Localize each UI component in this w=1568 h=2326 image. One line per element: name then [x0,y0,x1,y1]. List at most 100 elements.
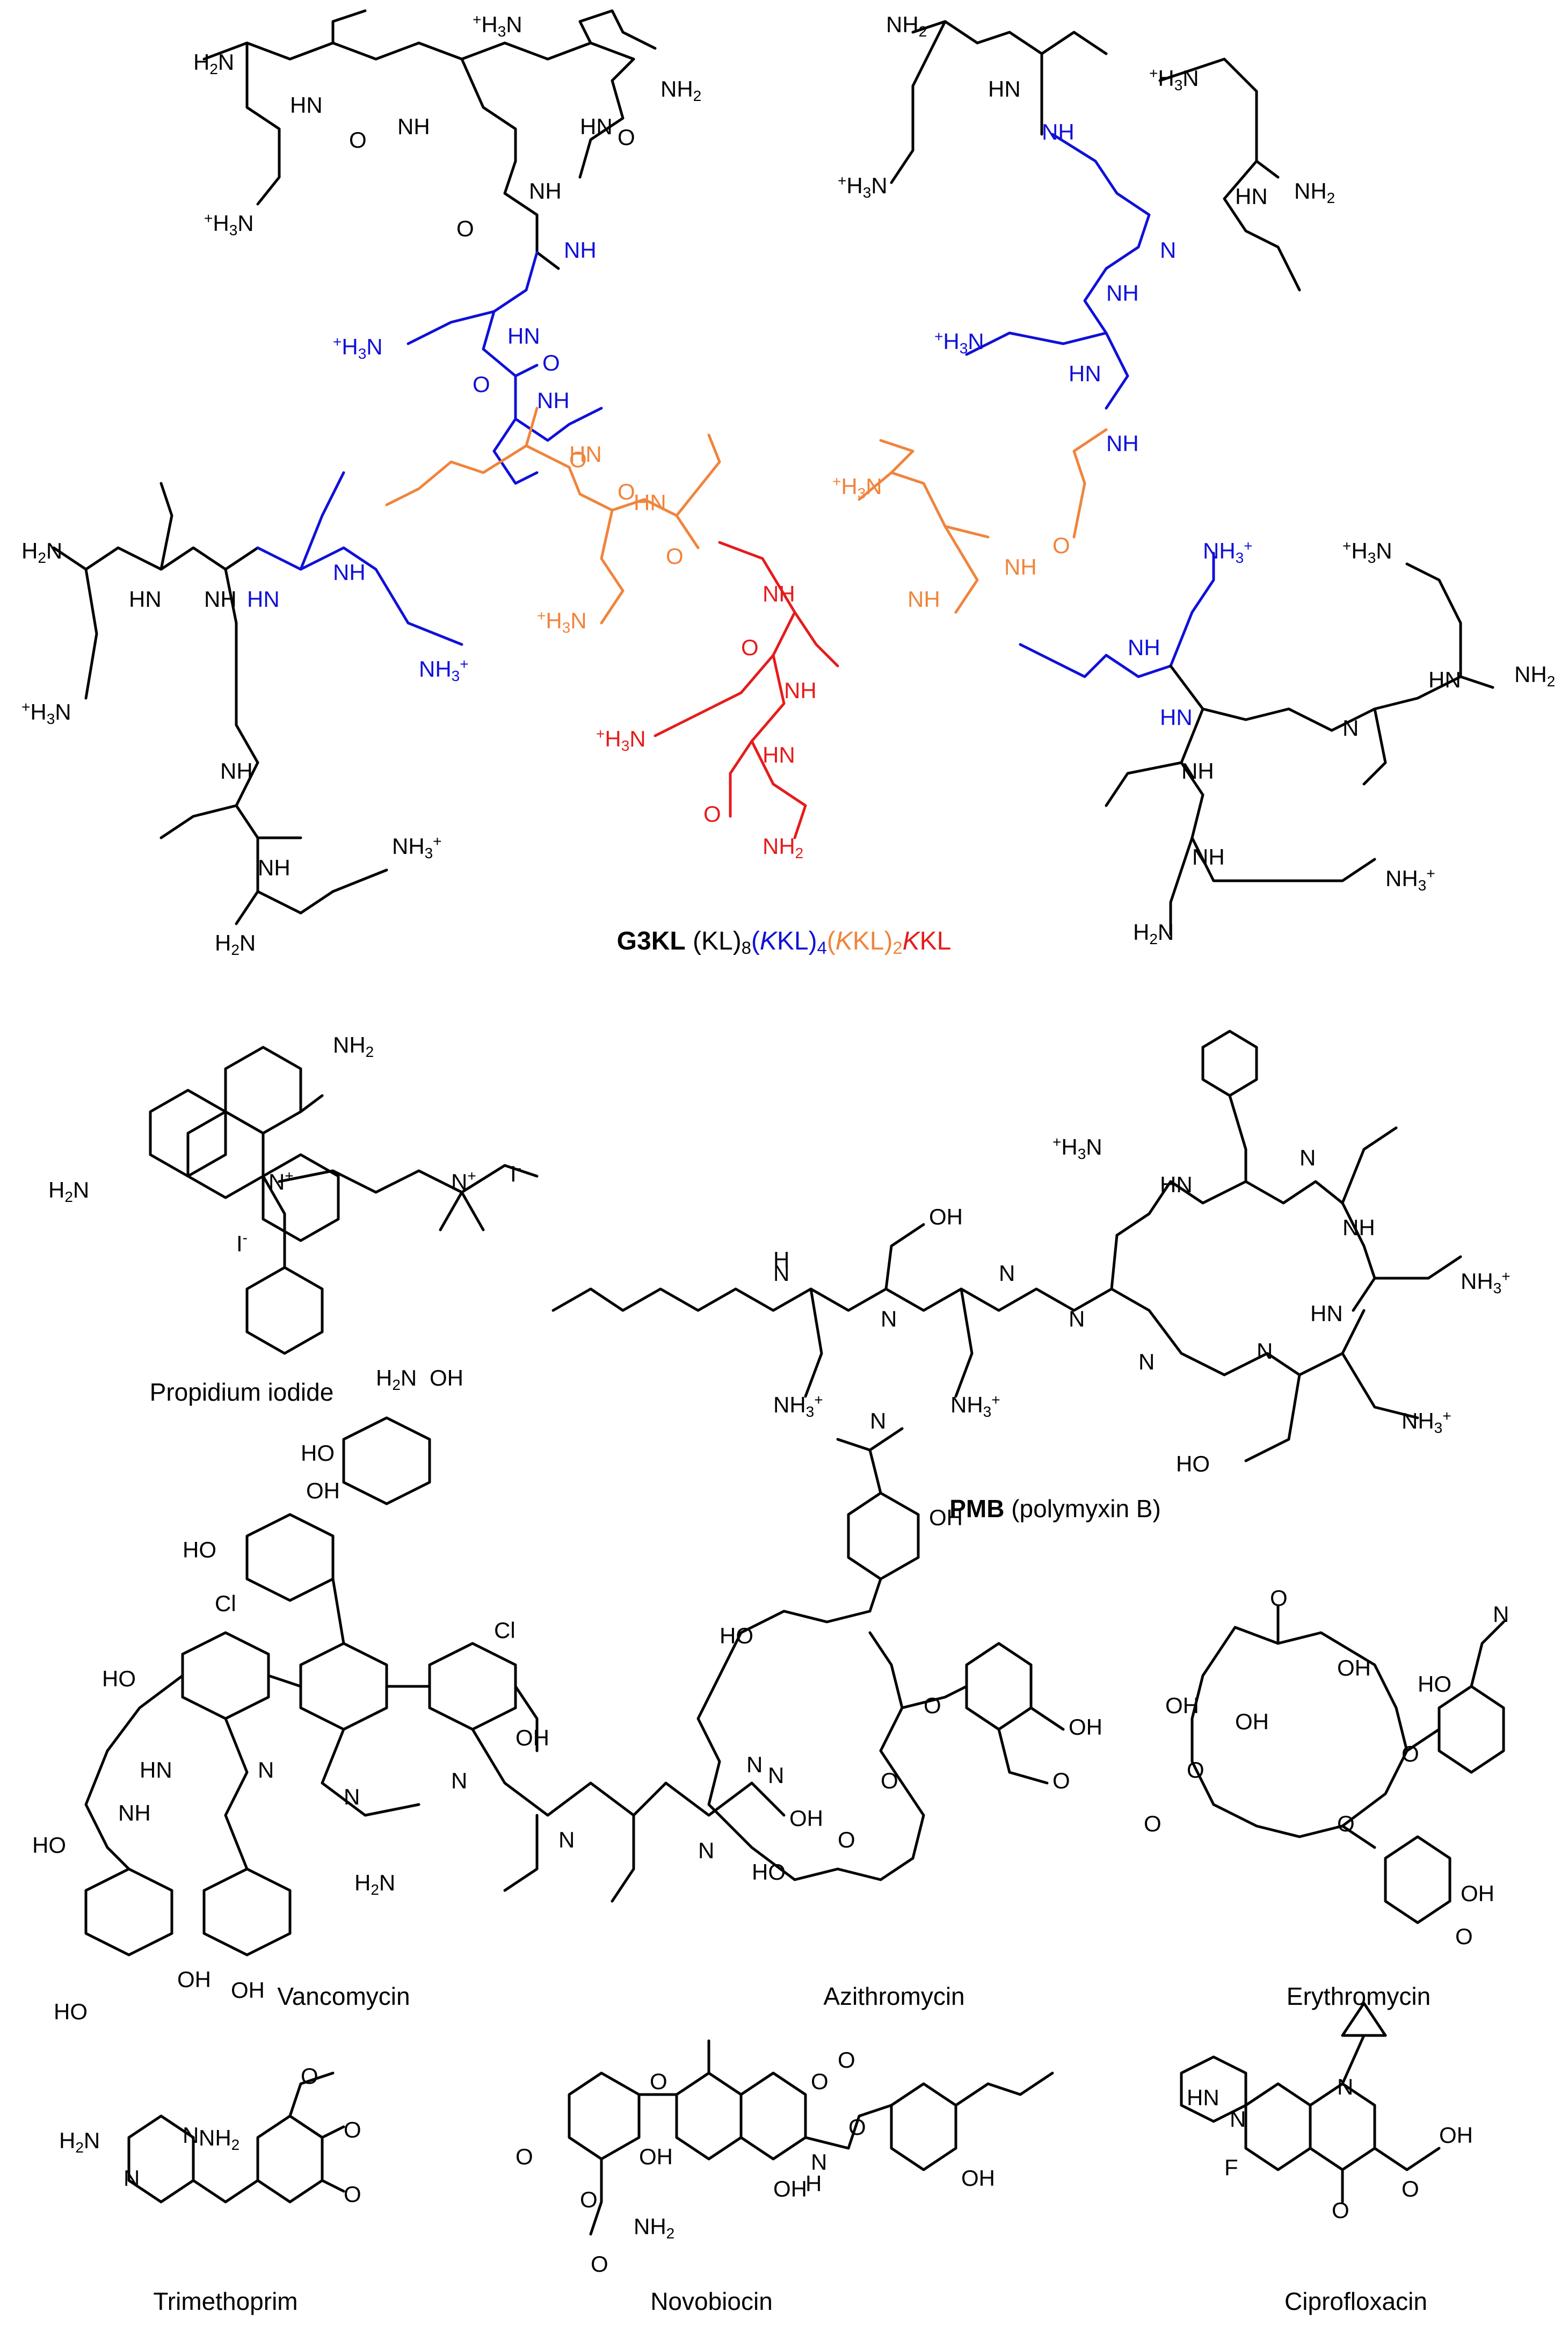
svg-text:H2N: H2N [193,49,234,77]
svg-text:H2N: H2N [1133,919,1174,947]
svg-text:NH: NH [204,586,237,612]
svg-text:H2N: H2N [48,1177,89,1205]
svg-text:O: O [344,2117,361,2142]
svg-text:O: O [703,801,721,827]
svg-text:NH2: NH2 [199,2125,239,2153]
ciprofloxacin-structure: HN N F N OH O O [1180,2002,1473,2223]
svg-text:I-: I- [510,1160,521,1186]
svg-text:N: N [1300,1145,1316,1170]
svg-text:NH3+: NH3+ [392,833,442,861]
svg-text:O: O [1187,1757,1204,1782]
svg-text:N: N [183,2122,199,2148]
g3kl-branch-top-right: NH2 HN +H3N +H3N NH2 HN NH N +H3N NH HN … [838,12,1335,456]
svg-text:NH: NH [1181,758,1214,784]
svg-text:N: N [768,1763,784,1788]
svg-text:O: O [569,447,587,472]
svg-text:O: O [456,216,474,241]
vancomycin-structure: HO H2N OH HO OH Cl Cl HO OH HO NH HN N N… [32,1365,786,2024]
svg-text:HN: HN [1160,1172,1193,1197]
svg-text:NH: NH [564,237,597,263]
erythromycin-caption: Erythromycin [1286,1982,1431,2010]
svg-text:OH: OH [231,1977,265,2003]
svg-text:HN: HN [569,441,602,467]
svg-text:HN: HN [129,586,162,612]
svg-text:H2N: H2N [376,1365,417,1393]
g3kl-formula-segment: 8 [741,938,751,958]
svg-text:NH: NH [908,586,940,612]
svg-text:NH2: NH2 [1514,662,1555,690]
svg-text:O: O [924,1693,941,1718]
svg-text:O: O [650,2069,667,2094]
svg-text:O: O [349,127,367,153]
svg-text:O: O [848,2114,866,2140]
svg-text:O: O [1337,1811,1355,1836]
svg-text:HO: HO [720,1623,753,1648]
svg-text:+H3N: +H3N [1052,1134,1102,1162]
svg-text:N: N [999,1260,1015,1286]
svg-text:H2N: H2N [354,1870,395,1898]
novobiocin-structure: O O O O OH N H OH O OH O NH2 O [516,2039,1054,2277]
svg-text:NH2: NH2 [1294,178,1335,206]
svg-text:O: O [580,2187,598,2212]
svg-text:N: N [558,1827,575,1852]
svg-text:N: N [698,1838,714,1863]
svg-text:N+: N+ [451,1168,476,1194]
svg-text:OH: OH [639,2144,673,2169]
svg-text:N: N [124,2165,140,2191]
svg-text:HN: HN [1428,667,1461,692]
svg-text:O: O [542,350,560,375]
svg-text:NH: NH [1106,280,1139,306]
svg-text:HN: HN [634,490,666,515]
svg-text:N: N [1230,2106,1246,2132]
svg-text:OH: OH [961,2165,995,2191]
svg-text:O: O [618,125,635,150]
svg-text:HN: HN [247,586,280,612]
svg-text:O: O [591,2251,608,2277]
g3kl-branch-right: NH3+ NH HN +H3N NH2 HN N NH NH NH3+ H2N [1019,538,1555,947]
svg-text:O: O [301,2063,318,2089]
svg-text:O: O [1270,1585,1288,1611]
svg-text:NH: NH [529,178,562,204]
svg-text:OH: OH [789,1806,823,1831]
svg-text:O: O [1402,2176,1419,2201]
g3kl-formula: (KL)8(KKL)4(KKL)2KKL [693,927,952,958]
g3kl-formula-segment: 4 [817,938,827,958]
svg-text:N+: N+ [268,1168,294,1194]
ciprofloxacin-caption: Ciprofloxacin [1284,2287,1427,2315]
svg-text:OH: OH [306,1478,340,1503]
g3kl-blue-top-left: NH +H3N HN O O NH [333,237,603,485]
g3kl-formula-segment: ( [751,927,760,955]
svg-text:O: O [811,2069,829,2094]
g3kl-branch-top-left: H2N HN NH +H3N NH2 HN NH +H3N O O O [193,9,701,270]
svg-text:NH: NH [397,114,430,139]
svg-text:O: O [516,2144,533,2169]
svg-text:+H3N: +H3N [934,328,984,357]
svg-text:OH: OH [1337,1655,1371,1680]
svg-text:O: O [1332,2198,1349,2223]
svg-text:HN: HN [1235,184,1268,209]
svg-text:N: N [881,1306,897,1331]
g3kl-structure: H2N HN NH +H3N NH2 HN NH +H3N O O O NH +… [21,9,1555,958]
svg-text:O: O [344,2182,361,2207]
svg-text:O: O [881,1768,898,1793]
svg-text:OH: OH [1165,1693,1199,1718]
svg-text:OH: OH [1461,1881,1494,1906]
svg-text:HO: HO [1176,1451,1210,1476]
pmb-full-name: (polymyxin B) [1011,1495,1161,1523]
azithromycin-caption: Azithromycin [823,1982,965,2010]
svg-text:+H3N: +H3N [333,334,383,362]
g3kl-formula-segment: K [759,927,777,955]
svg-text:N: N [451,1768,467,1793]
svg-text:O: O [1052,1768,1070,1793]
svg-text:HO: HO [102,1666,136,1691]
svg-text:Cl: Cl [494,1618,516,1643]
svg-text:H2N: H2N [21,538,62,566]
svg-text:N: N [811,2149,827,2175]
svg-text:NH: NH [1106,431,1139,456]
g3kl-formula-segment: KL [919,927,952,955]
svg-text:H: H [805,2171,822,2196]
svg-text:NH: NH [1192,844,1225,869]
svg-text:+H3N: +H3N [1342,538,1392,566]
svg-text:NH2: NH2 [763,834,803,861]
